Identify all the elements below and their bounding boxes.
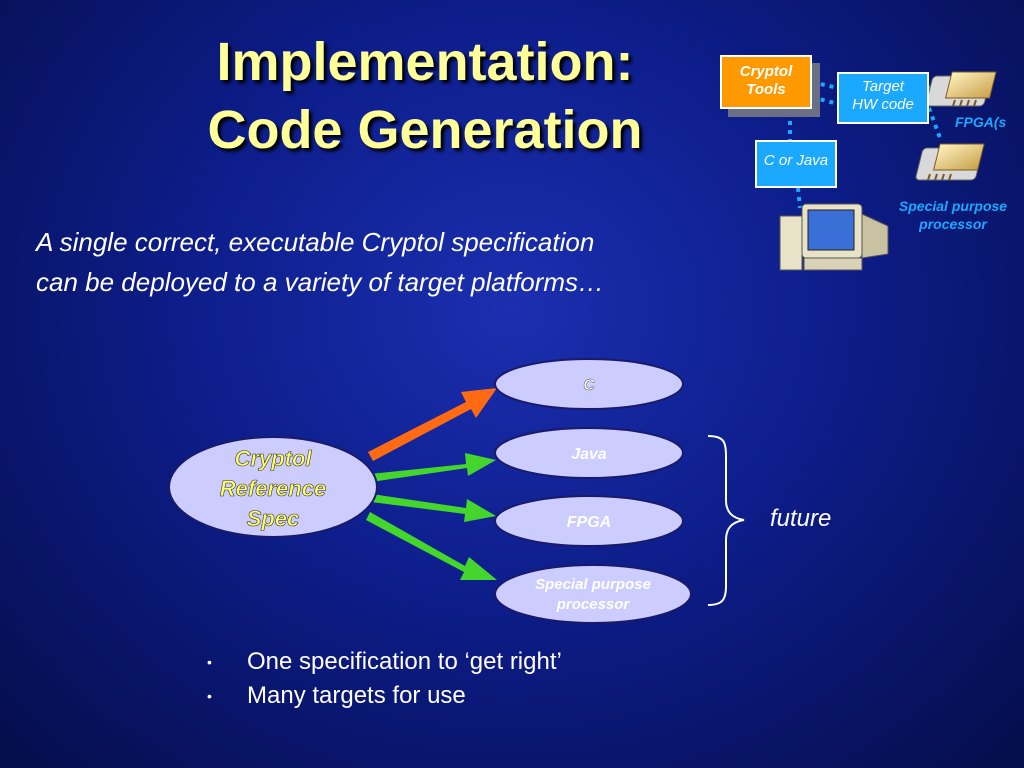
bullet-text: One specification to ‘get right’ [247, 648, 562, 675]
target-line-1: Target [862, 78, 904, 95]
arrow-to-processor [366, 512, 497, 580]
target-label-fpga: FPGA [567, 514, 611, 531]
target-node-processor: Special purpose processor [494, 564, 692, 624]
target-label-c: C [583, 377, 595, 394]
title-line-2: Code Generation [207, 100, 643, 160]
flow-arrows [366, 388, 497, 580]
bullet-item: • Many targets for use [205, 679, 562, 713]
target-hw-code-box: Target HW code [837, 72, 929, 124]
bullet-dot-icon: • [207, 688, 212, 704]
target-label-java: Java [571, 446, 607, 463]
spp-line-1: Special purpose [898, 198, 1008, 214]
bullet-dot-icon: • [207, 654, 212, 670]
spp-line-2: processor [919, 216, 987, 232]
bullet-item: • One specification to ‘get right’ [205, 645, 562, 679]
c-or-java-label: C or Java [763, 152, 829, 169]
fpga-chip-icon [925, 71, 997, 107]
tools-line-1: Cryptol [739, 63, 793, 80]
target-label-processor-line-1: Special purpose [535, 576, 651, 593]
target-node-java: Java [494, 427, 684, 479]
target-line-2: HW code [852, 96, 914, 113]
arrow-to-fpga [371, 494, 496, 522]
arrow-to-c [368, 388, 497, 461]
target-label-processor-line-2: processor [556, 596, 631, 613]
future-label: future [770, 505, 832, 532]
fpga-label: FPGA(s [955, 114, 1007, 130]
title-line-1: Implementation: [216, 32, 634, 92]
special-purpose-processor-label: Special purpose processor [895, 197, 1011, 233]
source-label-line-1: Cryptol [235, 446, 313, 471]
tagline-line-1: A single correct, executable Cryptol spe… [36, 227, 595, 257]
cryptol-reference-spec-node: Cryptol Reference Spec [168, 436, 378, 538]
cryptol-tools-box: Cryptol Tools [720, 55, 812, 109]
tagline-line-2: can be deployed to a variety of target p… [36, 267, 604, 297]
tools-line-2: Tools [746, 81, 786, 98]
source-label-line-3: Spec [247, 506, 300, 531]
slide-title: Implementation: Code Generation [120, 28, 730, 164]
future-brace [707, 435, 745, 606]
arrow-to-java [370, 453, 496, 482]
target-node-c: C [494, 358, 684, 410]
bullet-text: Many targets for use [247, 682, 466, 709]
tagline: A single correct, executable Cryptol spe… [36, 222, 796, 302]
target-node-fpga: FPGA [494, 495, 684, 547]
c-or-java-box: C or Java [755, 140, 837, 188]
computer-icon [779, 203, 889, 271]
source-label-line-2: Reference [220, 476, 326, 501]
bullet-list: • One specification to ‘get right’ • Man… [205, 645, 562, 713]
processor-chip-icon [915, 143, 985, 181]
